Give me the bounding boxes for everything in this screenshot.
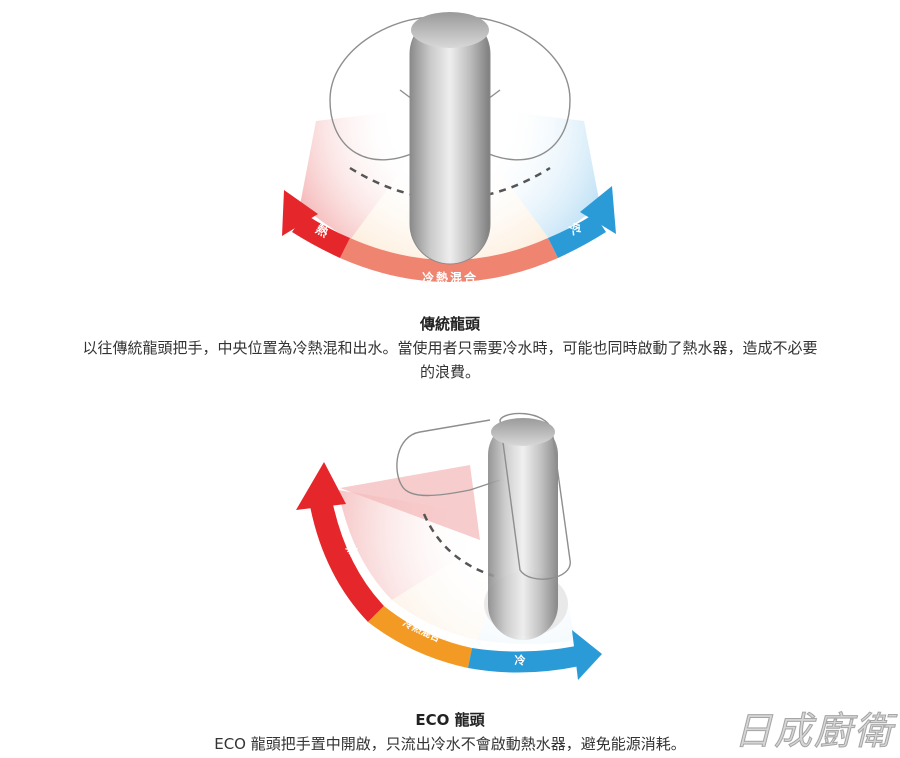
hot-band xyxy=(310,500,384,622)
cold-band xyxy=(468,646,580,673)
traditional-description: 以往傳統龍頭把手，中央位置為冷熱混和出水。當使用者只需要冷水時，可能也同時啟動了… xyxy=(0,336,900,384)
cold-arrow-head xyxy=(580,186,616,234)
cold-arrow-head xyxy=(572,630,602,680)
faucet-body xyxy=(409,13,491,265)
faucet-top xyxy=(491,418,555,446)
faucet-body xyxy=(488,420,558,640)
eco-caption: ECO 龍頭 ECO 龍頭把手置中開啟，只流出冷水不會啟動熱水器，避免能源消耗。 xyxy=(0,710,900,756)
mixed-band xyxy=(368,606,472,668)
faucet-handle-outline xyxy=(499,412,571,580)
mixed-label: 冷熱混合 xyxy=(422,270,478,285)
eco-title: ECO 龍頭 xyxy=(415,711,485,729)
traditional-caption: 傳統龍頭 以往傳統龍頭把手，中央位置為冷熱混和出水。當使用者只需要冷水時，可能也… xyxy=(0,314,900,384)
traditional-faucet-diagram: 熱 冷 冷熱混合 xyxy=(282,12,616,285)
eco-description: ECO 龍頭把手置中開啟，只流出冷水不會啟動熱水器，避免能源消耗。 xyxy=(214,735,686,753)
handle-outline-left xyxy=(329,16,501,161)
cold-label: 冷 xyxy=(515,653,526,667)
hot-wedge xyxy=(340,465,480,540)
hot-arrow-head xyxy=(282,190,318,236)
traditional-title: 傳統龍頭 xyxy=(419,315,480,333)
hot-band xyxy=(292,214,350,258)
traditional-description-line2: 的浪費。 xyxy=(419,363,480,381)
eco-faucet-diagram: 熱 冷熱混合 冷 xyxy=(296,412,602,680)
faucet-top xyxy=(411,12,489,48)
hot-arrow-head xyxy=(296,462,346,510)
traditional-description-line1: 以往傳統龍頭把手，中央位置為冷熱混和出水。當使用者只需要冷水時，可能也同時啟動了… xyxy=(82,339,818,357)
handle-outline-hot xyxy=(396,419,501,497)
handle-outline-right xyxy=(399,16,571,161)
cold-band xyxy=(548,214,606,258)
